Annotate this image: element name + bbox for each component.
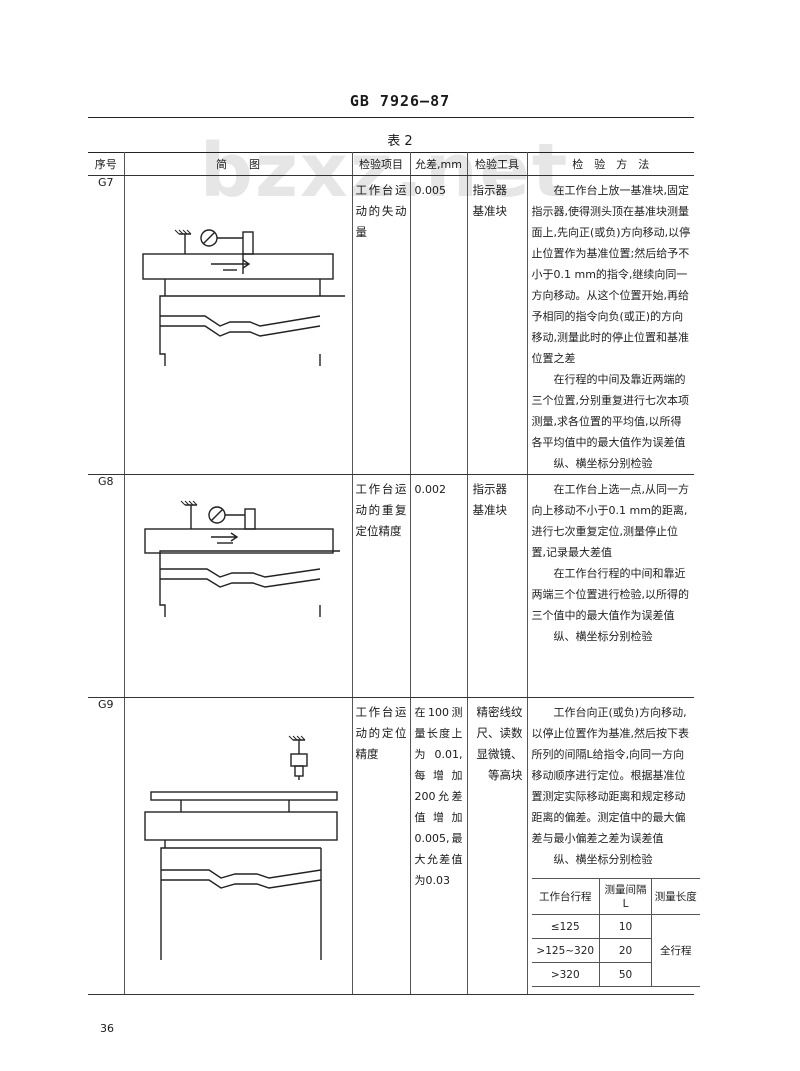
- interval-subtable: 工作台行程 测量间隔 L 测量长度 ≤125 10 全行程 >125~320 2…: [531, 878, 700, 987]
- table-row-g9: G9: [88, 697, 700, 995]
- item-cell: 工作台运动的重复定位精度: [351, 474, 411, 698]
- tool-cell: 指示器 基准块: [466, 175, 528, 475]
- inspection-item: 工作台运动的失动量: [355, 183, 407, 239]
- col-header-item: 检验项目: [351, 152, 411, 176]
- header-rule: [88, 117, 694, 118]
- g8-diagram: [143, 500, 340, 617]
- standard-id: GB 7926—87: [349, 92, 451, 110]
- subtable-row: >320 50: [531, 962, 700, 987]
- table-row-g7: G7: [88, 175, 694, 475]
- method-paragraph: 纵、横坐标分别检验: [553, 457, 653, 470]
- subtable-interval: 10: [599, 914, 652, 939]
- subtable-stroke: >320: [531, 962, 600, 987]
- inspection-item: 工作台运动的重复定位精度: [355, 482, 407, 538]
- method-cell: 在工作台上放一基准块,固定指示器,使得测头顶在基准块测量面上,先向正(或负)方向…: [526, 175, 694, 475]
- item-cell: 工作台运动的定位精度: [351, 697, 411, 995]
- method-paragraph: 纵、横坐标分别检验: [553, 853, 653, 866]
- diagram-cell: [123, 474, 353, 698]
- method-paragraph: 在工作台行程的中间和靠近两端三个位置进行检验,以所得的三个值中的最大值作为误差值: [531, 567, 690, 622]
- tool-name: 基准块: [472, 503, 508, 517]
- item-cell: 工作台运动的失动量: [351, 175, 411, 475]
- inspection-item: 工作台运动的定位精度: [355, 705, 407, 761]
- method-paragraph: 在工作台上放一基准块,固定指示器,使得测头顶在基准块测量面上,先向正(或负)方向…: [531, 184, 691, 365]
- row-id: G9: [88, 697, 125, 995]
- diagram-cell: [123, 175, 353, 475]
- tool-name: 指示器: [472, 482, 508, 496]
- col-header-method: 检 验 方 法: [526, 152, 694, 176]
- spec-table: 序号 简 图 检验项目 允差,mm 检验工具 检 验 方 法 G7: [88, 152, 700, 995]
- tool-name: 指示器: [472, 183, 508, 197]
- subtable-length: 全行程: [651, 914, 700, 987]
- subtable-row: ≤125 10 全行程: [531, 914, 700, 987]
- method-paragraph: 纵、横坐标分别检验: [553, 630, 653, 643]
- tolerance-cell: 0.002: [409, 474, 468, 698]
- subtable-header: 测量长度: [651, 878, 700, 915]
- subtable-header-row: 工作台行程 测量间隔 L 测量长度: [531, 878, 700, 915]
- g9-diagram: [143, 735, 338, 960]
- tool-name: 精密线纹尺、读数显微镜、等高块: [476, 705, 523, 782]
- subtable-interval: 50: [599, 962, 652, 987]
- col-header-no: 序号: [88, 152, 125, 176]
- method-paragraph: 工作台向正(或负)方向移动,以停止位置作为基准,然后按下表所列的间隔L给指令,向…: [531, 706, 690, 845]
- col-header-tool: 检验工具: [466, 152, 528, 176]
- tool-cell: 指示器 基准块: [466, 474, 528, 698]
- subtable-stroke: ≤125: [531, 914, 600, 939]
- subtable-row: >125~320 20: [531, 938, 700, 963]
- diagram-cell: [123, 697, 353, 995]
- row-id: G8: [88, 474, 125, 698]
- method-cell: 工作台向正(或负)方向移动,以停止位置作为基准,然后按下表所列的间隔L给指令,向…: [526, 697, 700, 995]
- method-paragraph: 在工作台上选一点,从同一方向上移动不小于0.1 mm的距离,进行七次重复定位,测…: [531, 483, 690, 559]
- subtable-header: 工作台行程: [531, 878, 600, 915]
- table-row-g8: G8: [88, 474, 694, 698]
- page-number: 36: [100, 1022, 114, 1035]
- tolerance-cell: 0.005: [409, 175, 468, 475]
- subtable-stroke: >125~320: [531, 938, 600, 963]
- table-caption: 表 2: [387, 134, 413, 149]
- subtable-interval: 20: [599, 938, 652, 963]
- tolerance-value: 0.005: [414, 184, 447, 197]
- method-paragraph: 在行程的中间及靠近两端的三个位置,分别重复进行七次本项测量,求各位置的平均值,以…: [531, 373, 690, 449]
- g7-diagram: [141, 229, 345, 366]
- tool-name: 基准块: [472, 204, 508, 218]
- tolerance-value: 在100测量长度上为0.01,每增加200允差值增加0.005,最大允差值为0.…: [414, 706, 463, 887]
- row-id: G7: [88, 175, 125, 475]
- col-header-tolerance: 允差,mm: [409, 152, 468, 176]
- tool-cell: 精密线纹尺、读数显微镜、等高块: [466, 697, 528, 995]
- subtable-header: 测量间隔 L: [599, 878, 652, 915]
- table-header-row: 序号 简 图 检验项目 允差,mm 检验工具 检 验 方 法: [88, 152, 694, 176]
- tolerance-value: 0.002: [414, 483, 447, 496]
- method-cell: 在工作台上选一点,从同一方向上移动不小于0.1 mm的距离,进行七次重复定位,测…: [526, 474, 694, 698]
- tolerance-cell: 在100测量长度上为0.01,每增加200允差值增加0.005,最大允差值为0.…: [409, 697, 468, 995]
- col-header-diagram: 简 图: [123, 152, 353, 176]
